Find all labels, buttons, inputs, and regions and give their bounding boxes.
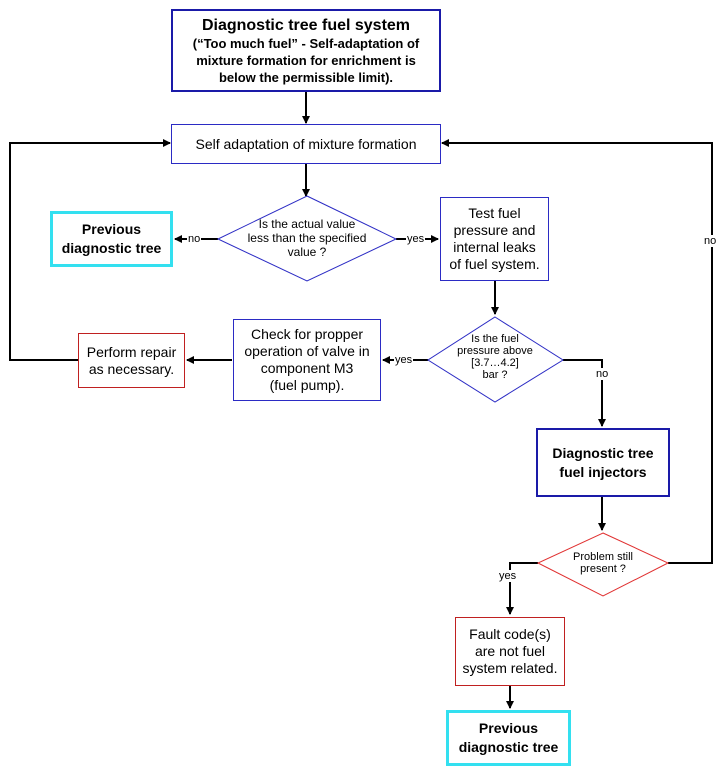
- previous-tree-bottom-line2: diagnostic tree: [458, 739, 559, 755]
- test-fuel-line1: Test fuel: [468, 205, 521, 221]
- decision-problem-text: Problem still present ?: [553, 551, 653, 575]
- label-no-right-side: no: [703, 235, 718, 247]
- title-line2: mixture formation for enrichment is: [196, 52, 416, 68]
- decision-actual-diamond: [216, 195, 398, 282]
- check-valve-line4: (fuel pump).: [269, 377, 345, 393]
- label-yes-problem: yes: [498, 570, 518, 582]
- decision-actual-line1: Is the actual value: [258, 217, 356, 231]
- decision-actual-line3: value ?: [287, 245, 327, 259]
- decision-actual-line2: less than the specified: [247, 231, 367, 245]
- decision-problem-line1: Problem still: [573, 551, 633, 563]
- decision-problem-diamond: [536, 532, 670, 597]
- test-fuel-line4: of fuel system.: [449, 256, 540, 272]
- arrow-repair-loop: [9, 139, 171, 361]
- decision-actual-text: Is the actual value less than the specif…: [228, 217, 386, 259]
- injectors-line1: Diagnostic tree: [552, 444, 654, 461]
- fault-code-line3: system related.: [462, 660, 558, 676]
- test-fuel-line3: internal leaks: [453, 239, 536, 255]
- test-fuel-box: Test fuel pressure and internal leaks of…: [440, 197, 549, 281]
- label-no-down: no: [595, 368, 610, 380]
- arrow-decision3-yes: [506, 562, 538, 615]
- title-line1: (“Too much fuel” - Self-adaptation of: [192, 35, 420, 51]
- fault-code-box: Fault code(s) are not fuel system relate…: [455, 617, 565, 686]
- title-line3: below the permissible limit).: [218, 69, 394, 85]
- injectors-box: Diagnostic tree fuel injectors: [536, 428, 670, 497]
- label-yes-left: yes: [394, 354, 414, 366]
- decision-pressure-line1: Is the fuel: [471, 333, 519, 345]
- check-valve-line1: Check for propper: [250, 326, 364, 342]
- self-adaptation-box: Self adaptation of mixture formation: [171, 124, 441, 164]
- decision-pressure-text: Is the fuel pressure above [3.7…4.2] bar…: [445, 333, 545, 381]
- previous-tree-top-line1: Previous: [81, 221, 142, 237]
- fault-code-line2: are not fuel: [474, 643, 546, 659]
- previous-tree-top-box: Previous diagnostic tree: [50, 211, 173, 267]
- test-fuel-line2: pressure and: [453, 222, 536, 238]
- previous-tree-top-line2: diagnostic tree: [61, 240, 162, 256]
- fault-code-line1: Fault code(s): [469, 626, 551, 642]
- decision-pressure-line3: [3.7…4.2]: [471, 357, 519, 369]
- self-adaptation-text: Self adaptation of mixture formation: [195, 135, 417, 152]
- check-valve-line3: component M3: [260, 360, 354, 376]
- arrow-decision2-no: [563, 359, 606, 427]
- arrow-decision3-no-loop: [441, 139, 713, 564]
- check-valve-box: Check for propper operation of valve in …: [233, 319, 381, 401]
- label-no-left: no: [187, 233, 202, 245]
- perform-repair-box: Perform repair as necessary.: [78, 333, 185, 388]
- decision-problem-line2: present ?: [580, 563, 626, 575]
- previous-tree-bottom-box: Previous diagnostic tree: [446, 710, 571, 766]
- injectors-line2: fuel injectors: [559, 463, 647, 480]
- label-yes-right: yes: [406, 233, 426, 245]
- title-text: Diagnostic tree fuel system: [201, 16, 411, 34]
- decision-pressure-line2: pressure above: [457, 345, 533, 357]
- check-valve-line2: operation of valve in: [244, 343, 370, 359]
- previous-tree-bottom-line1: Previous: [478, 720, 539, 736]
- perform-repair-line1: Perform repair: [86, 343, 177, 360]
- decision-pressure-line4: bar ?: [482, 369, 508, 381]
- decision-pressure-diamond: [427, 316, 564, 403]
- perform-repair-line2: as necessary.: [88, 360, 175, 377]
- title-box: Diagnostic tree fuel system (“Too much f…: [171, 9, 441, 92]
